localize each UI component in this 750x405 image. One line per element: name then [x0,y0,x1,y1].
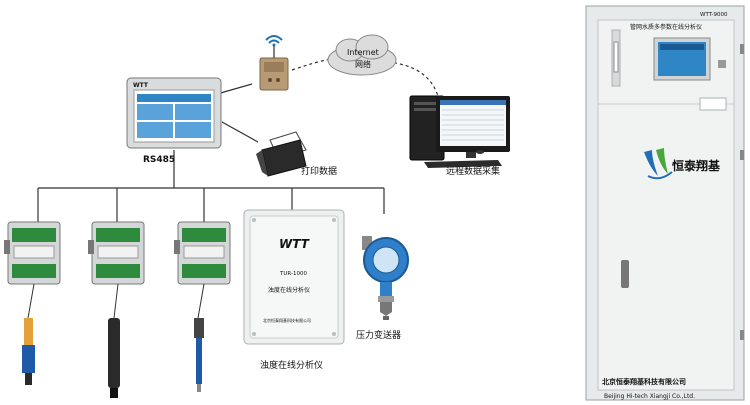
pressure-label: 压力变送器 [356,329,401,341]
analyzer-label: 浊度在线分析仪 [260,359,323,371]
rs485-label: RS485 [143,155,175,165]
printer-label: 打印数据 [301,165,337,177]
connection-lines [37,83,385,222]
analyzer-company-on-box: 北京恒泰翔基科技有限公司 [263,317,311,323]
wifi-icon [265,35,283,47]
company-logo-icon [644,148,673,180]
probe-1 [22,283,35,385]
cabinet-company-cn: 北京恒泰翔基科技有限公司 [602,377,686,386]
internet-cloud [327,34,397,76]
hmi-brand: WTT [133,82,149,89]
probe-2 [108,283,120,398]
analyzer-name-on-box: 浊度在线分析仪 [268,286,310,294]
cloud-line2: 网络 [355,59,371,69]
analyzer-model: TUR-1000 [279,271,307,277]
probe-3 [194,283,205,392]
turbidity-analyzer-box [243,209,345,345]
computer-label: 远程数据采集 [446,165,500,177]
cabinet-model: WTT-9000 [700,12,728,18]
module-1 [4,221,61,285]
cloud-line1: Internet [347,48,379,57]
analyzer-cabinet [585,5,745,401]
pressure-transmitter [362,236,409,320]
remote-computer [409,95,510,168]
hmi-touch-panel [126,77,222,149]
module-2 [88,221,145,285]
receipt-printer [256,131,307,177]
module-3 [174,221,231,285]
cabinet-company-en: Beijing Hi-tech Xiangji Co.,Ltd. [604,393,695,400]
analyzer-brand: WTT [279,237,310,251]
wifi-router [259,46,289,91]
cabinet-title: 管网水质多参数在线分析仪 [630,23,702,31]
cabinet-logo-text: 恒泰翔基 [672,158,721,173]
